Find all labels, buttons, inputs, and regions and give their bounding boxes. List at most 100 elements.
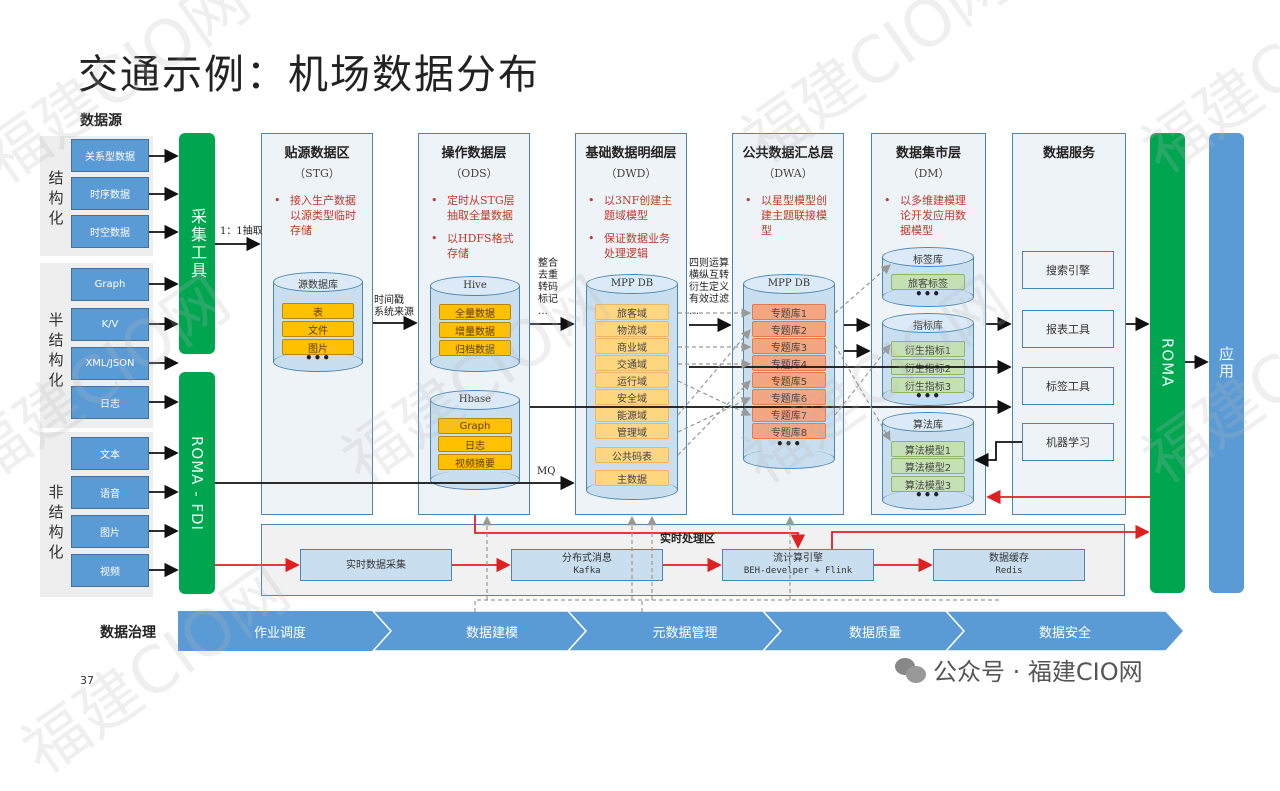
db-item: 专题库6 bbox=[752, 389, 826, 405]
source-kv[interactable]: K/V bbox=[71, 308, 149, 341]
db-name: 算法库 bbox=[913, 420, 943, 431]
source-graph[interactable]: Graph bbox=[71, 268, 149, 301]
db-source[interactable]: 源数据库 表 文件 图片 ••• bbox=[273, 272, 363, 372]
db-tag[interactable]: 标签库 旅客标签 ••• bbox=[882, 247, 974, 307]
realtime-stream-engine[interactable]: 流计算引擎 BEH-develper + Flink bbox=[722, 549, 874, 581]
service-search-engine[interactable]: 搜索引擎 bbox=[1022, 251, 1114, 289]
collect-tool-bar[interactable]: 采集工具 bbox=[179, 133, 215, 354]
layer-bullet: 定时从STG层抽取全量数据 bbox=[431, 193, 519, 223]
service-tag-tool[interactable]: 标签工具 bbox=[1022, 367, 1114, 405]
rt-step-name: 流计算引擎 bbox=[773, 553, 823, 564]
db-item: 专题库8 bbox=[752, 423, 826, 439]
layer-bullet: 以3NF创建主题域模型 bbox=[588, 193, 676, 223]
roma-fdi-bar[interactable]: ROMA - FDI bbox=[179, 372, 215, 594]
roma-label: ROMA bbox=[1158, 338, 1177, 388]
footer-text: 公众号 · 福建CIO网 bbox=[933, 658, 1143, 686]
layer-title: 贴源数据区 bbox=[284, 146, 350, 161]
db-hbase[interactable]: Hbase Graph 日志 视频摘要 bbox=[430, 390, 520, 490]
db-item: Graph bbox=[438, 418, 512, 434]
db-item: 公共码表 bbox=[595, 447, 669, 463]
service-machine-learning[interactable]: 机器学习 bbox=[1022, 423, 1114, 461]
layer-code: （ODS） bbox=[450, 167, 498, 180]
db-item: 主数据 bbox=[595, 470, 669, 486]
db-item: 衍生指标1 bbox=[891, 341, 965, 357]
source-timeseries[interactable]: 时序数据 bbox=[71, 177, 149, 210]
more-dots: ••• bbox=[775, 437, 802, 451]
more-dots: ••• bbox=[914, 488, 941, 502]
db-hive[interactable]: Hive 全量数据 增量数据 归档数据 bbox=[430, 276, 520, 372]
rt-step-sub: Kafka bbox=[573, 566, 601, 576]
realtime-collect[interactable]: 实时数据采集 bbox=[300, 549, 452, 581]
layer-title: 公共数据汇总层 bbox=[742, 146, 834, 161]
db-algorithm[interactable]: 算法库 算法模型1 算法模型2 算法模型3 ••• bbox=[882, 412, 974, 510]
source-text[interactable]: 文本 bbox=[71, 437, 149, 470]
layer-code: （STG） bbox=[294, 167, 340, 180]
application-bar[interactable]: 应用 bbox=[1209, 133, 1244, 593]
db-indicator[interactable]: 指标库 衍生指标1 衍生指标2 衍生指标3 ••• bbox=[882, 313, 974, 406]
source-video[interactable]: 视频 bbox=[71, 554, 149, 587]
db-mpp-dwa[interactable]: MPP DB 专题库1 专题库2 专题库3 专题库4 专题库5 专题库6 专题库… bbox=[743, 274, 835, 469]
db-item: 旅客标签 bbox=[891, 274, 965, 290]
gov-step-scheduling[interactable]: 作业调度 bbox=[253, 625, 306, 641]
db-item: 算法模型2 bbox=[891, 458, 965, 474]
group-label-unstructured: 非结构化 bbox=[48, 483, 64, 561]
chevron-shape bbox=[178, 611, 391, 651]
db-item: 交通域 bbox=[595, 355, 669, 371]
group-label-semistructured: 半结构化 bbox=[48, 311, 64, 389]
edge-label-arith: 四则运算 横纵互转 衍生定义 有效过滤 … bbox=[689, 258, 729, 317]
gov-step-metadata[interactable]: 元数据管理 bbox=[652, 625, 718, 641]
db-item: 归档数据 bbox=[439, 340, 511, 356]
layer-bullet: 以HDFS格式存储 bbox=[431, 231, 519, 261]
wechat-icon bbox=[895, 656, 927, 684]
db-item: 表 bbox=[282, 303, 354, 319]
db-item: 图片 bbox=[282, 339, 354, 355]
db-name: MPP DB bbox=[767, 278, 811, 289]
source-image[interactable]: 图片 bbox=[71, 515, 149, 548]
governance-chevrons bbox=[178, 610, 1186, 652]
rt-step-sub: Redis bbox=[995, 566, 1023, 576]
db-mpp-dwd[interactable]: MPP DB 旅客域 物流域 商业域 交通域 运行域 安全域 能源域 管理域 公… bbox=[586, 274, 678, 500]
db-item: 旅客域 bbox=[595, 304, 669, 320]
layer-code: （DM） bbox=[907, 167, 950, 180]
realtime-kafka[interactable]: 分布式消息 Kafka bbox=[511, 549, 663, 581]
edge-label-timestamp: 时间戳 系统来源 bbox=[374, 295, 414, 318]
db-item: 专题库2 bbox=[752, 321, 826, 337]
layer-bullet: 保证数据业务处理逻辑 bbox=[588, 231, 676, 261]
data-source-label: 数据源 bbox=[80, 113, 122, 129]
source-spatiotemporal[interactable]: 时空数据 bbox=[71, 215, 149, 248]
db-item: 文件 bbox=[282, 321, 354, 337]
layer-bullet: 接入生产数据以源类型临时存储 bbox=[274, 193, 362, 238]
source-relational[interactable]: 关系型数据 bbox=[71, 139, 149, 172]
more-dots: ••• bbox=[304, 351, 331, 365]
layer-title: 基础数据明细层 bbox=[585, 146, 677, 161]
service-report-tool[interactable]: 报表工具 bbox=[1022, 310, 1114, 348]
edge-label-extract: 1：1抽取 bbox=[220, 226, 263, 237]
gov-step-quality[interactable]: 数据质量 bbox=[848, 625, 901, 641]
realtime-redis[interactable]: 数据缓存 Redis bbox=[933, 549, 1085, 581]
application-label: 应用 bbox=[1217, 346, 1235, 380]
watermark: 福建CIO网 bbox=[1129, 0, 1280, 189]
edge-label-integrate: 整合 去重 转码 标记 … bbox=[538, 258, 558, 317]
source-xml-json[interactable]: XML/JSON bbox=[71, 347, 149, 380]
more-dots: ••• bbox=[914, 287, 941, 301]
realtime-title: 实时处理区 bbox=[660, 532, 715, 545]
db-item: 专题库1 bbox=[752, 304, 826, 320]
gov-step-modeling[interactable]: 数据建模 bbox=[465, 625, 518, 641]
db-name: 标签库 bbox=[913, 255, 943, 266]
page-number: 37 bbox=[80, 674, 94, 687]
db-item: 算法模型3 bbox=[891, 476, 965, 492]
page-title: 交通示例：机场数据分布 bbox=[78, 52, 540, 98]
db-item: 运行域 bbox=[595, 372, 669, 388]
roma-bar[interactable]: ROMA bbox=[1150, 133, 1185, 593]
layer-title: 数据集市层 bbox=[895, 146, 961, 161]
chevron-shape bbox=[944, 610, 1186, 652]
source-log[interactable]: 日志 bbox=[71, 386, 149, 419]
db-item: 商业域 bbox=[595, 338, 669, 354]
gov-step-security[interactable]: 数据安全 bbox=[1038, 625, 1091, 641]
db-name: 指标库 bbox=[913, 321, 943, 332]
edge-label-mq: MQ bbox=[537, 466, 556, 477]
db-item: 视频摘要 bbox=[438, 454, 512, 470]
source-voice[interactable]: 语音 bbox=[71, 476, 149, 509]
layer-bullet: 以星型模型创建主题联接模型 bbox=[745, 193, 833, 238]
roma-fdi-label: ROMA - FDI bbox=[188, 435, 206, 531]
